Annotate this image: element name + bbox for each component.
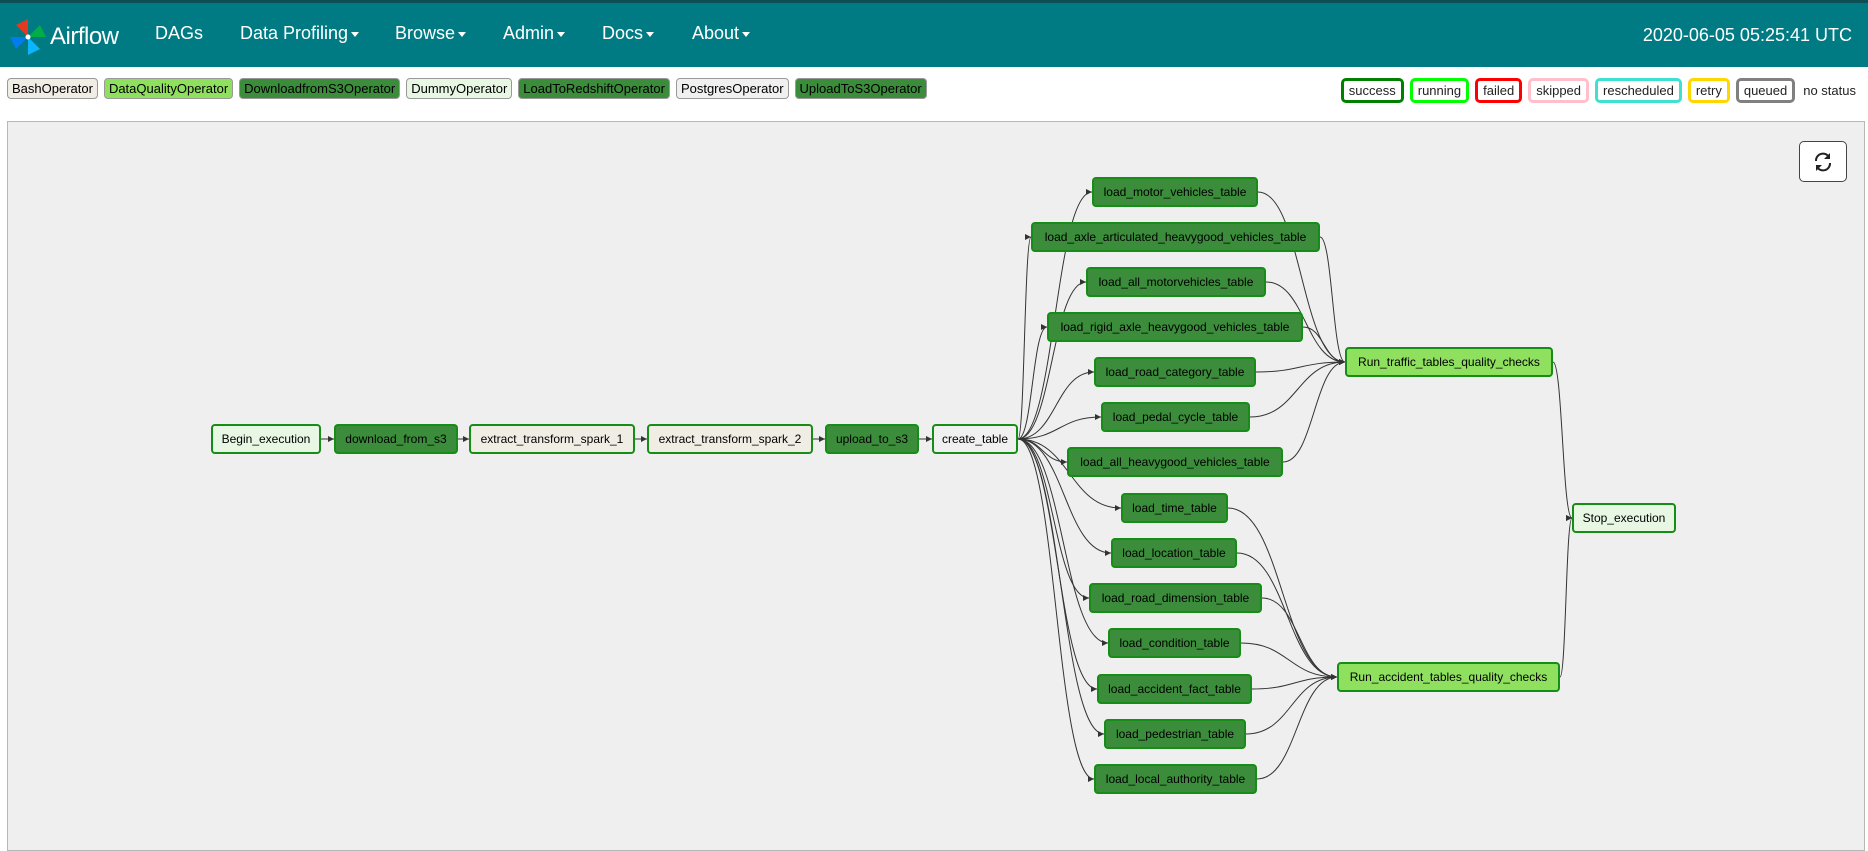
chevron-down-icon	[742, 31, 751, 37]
operator-legend-item: BashOperator	[7, 78, 98, 99]
nav-dags[interactable]: DAGs	[155, 23, 203, 44]
dag-edge	[1319, 236, 1346, 365]
dag-node-download-from-s3[interactable]: download_from_s3	[334, 424, 458, 454]
state-skipped[interactable]: skipped	[1528, 78, 1590, 103]
dag-node-upload-to-s3[interactable]: upload_to_s3	[825, 424, 919, 454]
operator-legend-item: LoadToRedshiftOperator	[518, 78, 670, 99]
refresh-button[interactable]	[1799, 141, 1847, 182]
dag-node-load-axle-articulated-heavygood-vehicles-table[interactable]: load_axle_articulated_heavygood_vehicles…	[1031, 222, 1320, 252]
operator-legend-item: DummyOperator	[406, 78, 513, 99]
dag-edge	[1245, 674, 1338, 735]
nav-dags-label: DAGs	[155, 23, 204, 43]
dag-node-load-condition-table[interactable]: load_condition_table	[1108, 628, 1241, 658]
operator-legend-item: DownloadfromS3Operator	[239, 78, 401, 99]
dag-node-load-all-motorvehicles-table[interactable]: load_all_motorvehicles_table	[1086, 267, 1266, 297]
dag-edge	[1251, 674, 1338, 690]
dag-node-load-local-authority-table[interactable]: load_local_authority_table	[1094, 764, 1257, 794]
airflow-brand[interactable]: Airflow	[8, 15, 119, 59]
dag-edge	[1017, 369, 1095, 440]
state-no-status[interactable]: no status	[1803, 83, 1856, 98]
nav-admin[interactable]: Admin	[503, 23, 566, 44]
dag-node-load-location-table[interactable]: load_location_table	[1111, 538, 1237, 568]
dag-edge	[1240, 642, 1338, 680]
nav-data-profiling[interactable]: Data Profiling	[240, 23, 360, 44]
nav-docs[interactable]: Docs	[602, 23, 655, 44]
dag-node-extract-transform-spark-2[interactable]: extract_transform_spark_2	[647, 424, 813, 454]
dag-edge	[1552, 361, 1573, 521]
dag-edge	[1017, 324, 1048, 440]
airflow-logo-icon	[10, 19, 46, 55]
nav-browse-label: Browse	[395, 23, 456, 43]
dag-edge	[1282, 359, 1346, 463]
operator-legend-item: UploadToS3Operator	[794, 78, 927, 99]
state-retry[interactable]: retry	[1687, 78, 1730, 103]
dag-edge	[1559, 515, 1573, 678]
dag-node-load-time-table[interactable]: load_time_table	[1121, 493, 1228, 523]
dag-node-load-road-category-table[interactable]: load_road_category_table	[1094, 357, 1256, 387]
chevron-down-icon	[351, 31, 360, 37]
dag-edge	[1017, 438, 1090, 601]
chevron-down-icon	[557, 31, 566, 37]
nav-docs-label: Docs	[602, 23, 644, 43]
nav-about[interactable]: About	[692, 23, 751, 44]
dag-node-load-all-heavygood-vehicles-table[interactable]: load_all_heavygood_vehicles_table	[1067, 447, 1283, 477]
state-rescheduled[interactable]: rescheduled	[1595, 78, 1682, 103]
nav-browse[interactable]: Browse	[395, 23, 467, 44]
dag-edge	[1017, 438, 1109, 646]
brand-name: Airflow	[50, 23, 119, 50]
nav-admin-label: Admin	[503, 23, 555, 43]
top-navbar: Airflow DAGs Data Profiling Browse Admin…	[0, 0, 1868, 67]
chevron-down-icon	[458, 31, 467, 37]
dag-edge	[1265, 281, 1346, 365]
dag-node-load-rigid-axle-heavygood-vehicles-table[interactable]: load_rigid_axle_heavygood_vehicles_table	[1047, 312, 1303, 342]
operator-legend: BashOperator DataQualityOperator Downloa…	[7, 78, 927, 99]
dag-edge	[1017, 234, 1032, 440]
nav-about-label: About	[692, 23, 740, 43]
operator-legend-item: DataQualityOperator	[103, 78, 234, 99]
dag-edge	[1261, 597, 1338, 680]
state-failed[interactable]: failed	[1475, 78, 1523, 103]
dag-node-load-motor-vehicles-table[interactable]: load_motor_vehicles_table	[1092, 177, 1258, 207]
dag-edge	[1017, 438, 1105, 737]
dag-edges	[321, 189, 1573, 782]
nav-data-profiling-label: Data Profiling	[240, 23, 349, 43]
server-time: 2020-06-05 05:25:41 UTC	[1642, 25, 1852, 45]
operator-legend-item: PostgresOperator	[675, 78, 789, 99]
dag-node-load-accident-fact-table[interactable]: load_accident_fact_table	[1097, 674, 1252, 704]
state-success[interactable]: success	[1340, 78, 1404, 103]
dag-edge	[1302, 326, 1346, 365]
dag-graph-canvas[interactable]: Begin_execution download_from_s3 extract_t…	[7, 121, 1865, 851]
dag-node-load-pedestrian-table[interactable]: load_pedestrian_table	[1104, 719, 1246, 749]
dag-node-load-pedal-cycle-table[interactable]: load_pedal_cycle_table	[1101, 402, 1250, 432]
dag-edge	[1017, 279, 1087, 440]
dag-node-extract-transform-spark-1[interactable]: extract_transform_spark_1	[469, 424, 635, 454]
dag-node-begin-execution[interactable]: Begin_execution	[211, 424, 321, 454]
dag-edge	[1255, 359, 1346, 373]
dag-edge	[1249, 359, 1346, 418]
dag-node-run-accident-tables-quality-checks[interactable]: Run_accident_tables_quality_checks	[1337, 662, 1560, 692]
state-legend: success running failed skipped reschedul…	[1340, 78, 1858, 103]
dag-node-load-road-dimension-table[interactable]: load_road_dimension_table	[1089, 583, 1262, 613]
dag-edge	[1017, 414, 1102, 440]
dag-edge	[1256, 674, 1338, 780]
chevron-down-icon	[646, 31, 655, 37]
state-running[interactable]: running	[1409, 78, 1470, 103]
state-queued[interactable]: queued	[1735, 78, 1796, 103]
dag-node-stop-execution[interactable]: Stop_execution	[1572, 503, 1676, 533]
refresh-icon	[1815, 152, 1831, 171]
dag-node-create-table[interactable]: create_table	[932, 424, 1018, 454]
dag-edge	[1017, 438, 1112, 556]
dag-node-run-traffic-tables-quality-checks[interactable]: Run_traffic_tables_quality_checks	[1345, 347, 1553, 377]
dag-edge	[1017, 438, 1095, 782]
